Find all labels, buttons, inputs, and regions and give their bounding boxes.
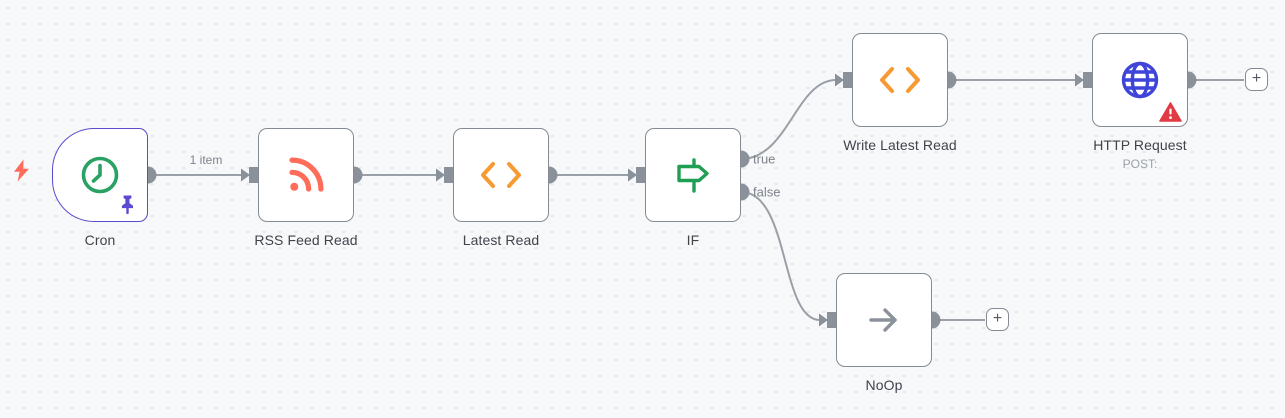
node-label-cron: Cron <box>84 232 116 248</box>
code-icon <box>481 162 521 188</box>
warning-icon <box>1159 102 1182 122</box>
input-endpoint-if[interactable] <box>628 167 645 183</box>
node-latest-read[interactable] <box>453 128 549 222</box>
code-icon <box>880 67 920 93</box>
node-rss-feed-read[interactable] <box>258 128 354 222</box>
arrow-right-icon <box>869 308 897 332</box>
node-label-noop: NoOp <box>865 377 903 393</box>
if-output-label-false: false <box>753 184 781 200</box>
node-label-http-request: HTTP Request <box>1093 137 1187 153</box>
node-label-rss-feed-read: RSS Feed Read <box>254 232 358 248</box>
node-cron[interactable] <box>52 128 148 222</box>
plus-icon: + <box>1251 70 1262 87</box>
pin-icon <box>121 195 133 214</box>
node-subtitle-http-request: POST: <box>1122 157 1158 171</box>
plus-icon: + <box>992 310 1003 327</box>
node-label-if: IF <box>686 232 700 248</box>
signpost-icon <box>677 158 709 193</box>
node-if[interactable] <box>645 128 741 222</box>
connection-if-false-noop[interactable] <box>740 191 821 321</box>
clock-icon <box>81 156 119 194</box>
node-noop[interactable] <box>836 273 932 367</box>
add-node-button-noop[interactable]: + <box>986 308 1009 331</box>
globe-icon <box>1121 61 1159 99</box>
node-http-request[interactable] <box>1092 33 1188 127</box>
connection-items-label: 1 item <box>189 153 223 167</box>
if-output-label-true: true <box>753 151 776 167</box>
input-endpoint-http[interactable] <box>1075 72 1092 88</box>
node-label-latest-read: Latest Read <box>462 232 540 248</box>
add-node-button-http[interactable]: + <box>1245 68 1268 91</box>
lightning-bolt-icon <box>14 159 29 182</box>
input-endpoint-latest[interactable] <box>436 167 453 183</box>
connection-if-true-write[interactable] <box>740 79 837 160</box>
input-endpoint-rss[interactable] <box>241 167 258 183</box>
rss-icon <box>289 157 324 192</box>
node-write-latest-read[interactable] <box>852 33 948 127</box>
input-endpoint-write[interactable] <box>835 72 852 88</box>
input-endpoint-noop[interactable] <box>819 312 836 328</box>
node-label-write-latest-read: Write Latest Read <box>843 137 957 153</box>
